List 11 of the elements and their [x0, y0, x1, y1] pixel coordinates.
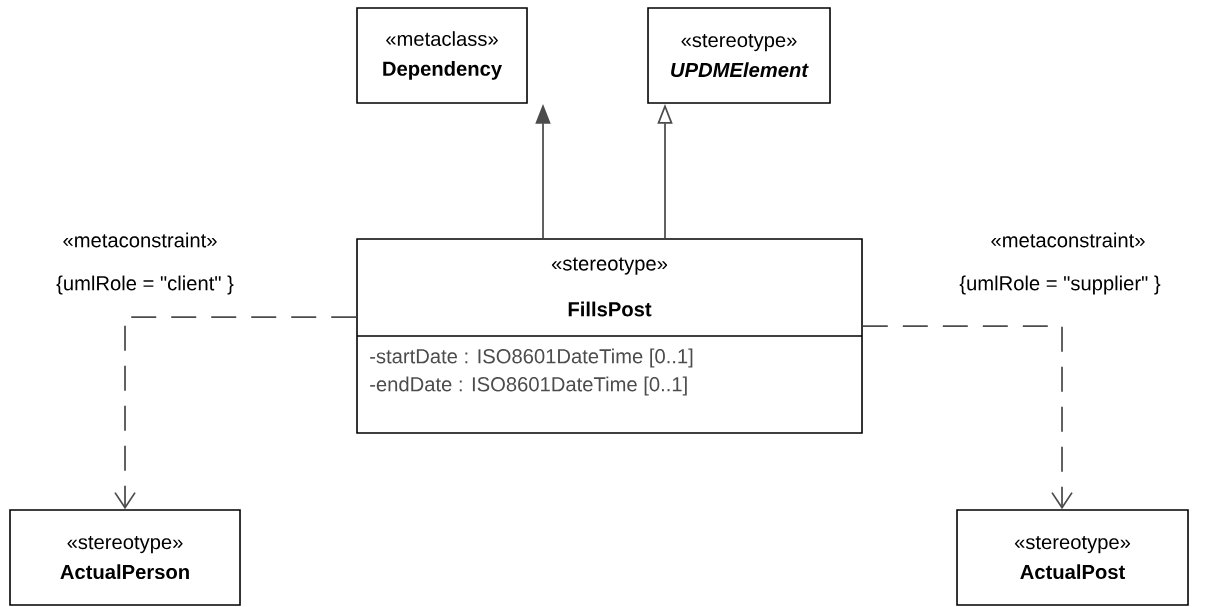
edge-label: {umlRole = "client" } — [54, 273, 236, 297]
stereotype-label: «metaconstraint» — [991, 232, 1145, 248]
arrow — [861, 325, 1073, 510]
arrow — [114, 316, 358, 510]
class-box: «stereotype» ActualPerson — [9, 509, 241, 606]
edge-label: {umlRole = "supplier" } — [957, 273, 1163, 297]
class-box: «stereotype» ActualPost — [956, 509, 1189, 606]
class-box: «stereotype» UPDMElement — [647, 7, 831, 104]
class-box: «metaclass» Dependency — [356, 7, 528, 104]
stereotype-label: «metaconstraint» — [63, 232, 217, 248]
class-box: «stereotype» FillsPost -startDate : ISO8601DateTime [0..1] -endDate : ISO8601DateTime [0..1] — [356, 238, 863, 434]
